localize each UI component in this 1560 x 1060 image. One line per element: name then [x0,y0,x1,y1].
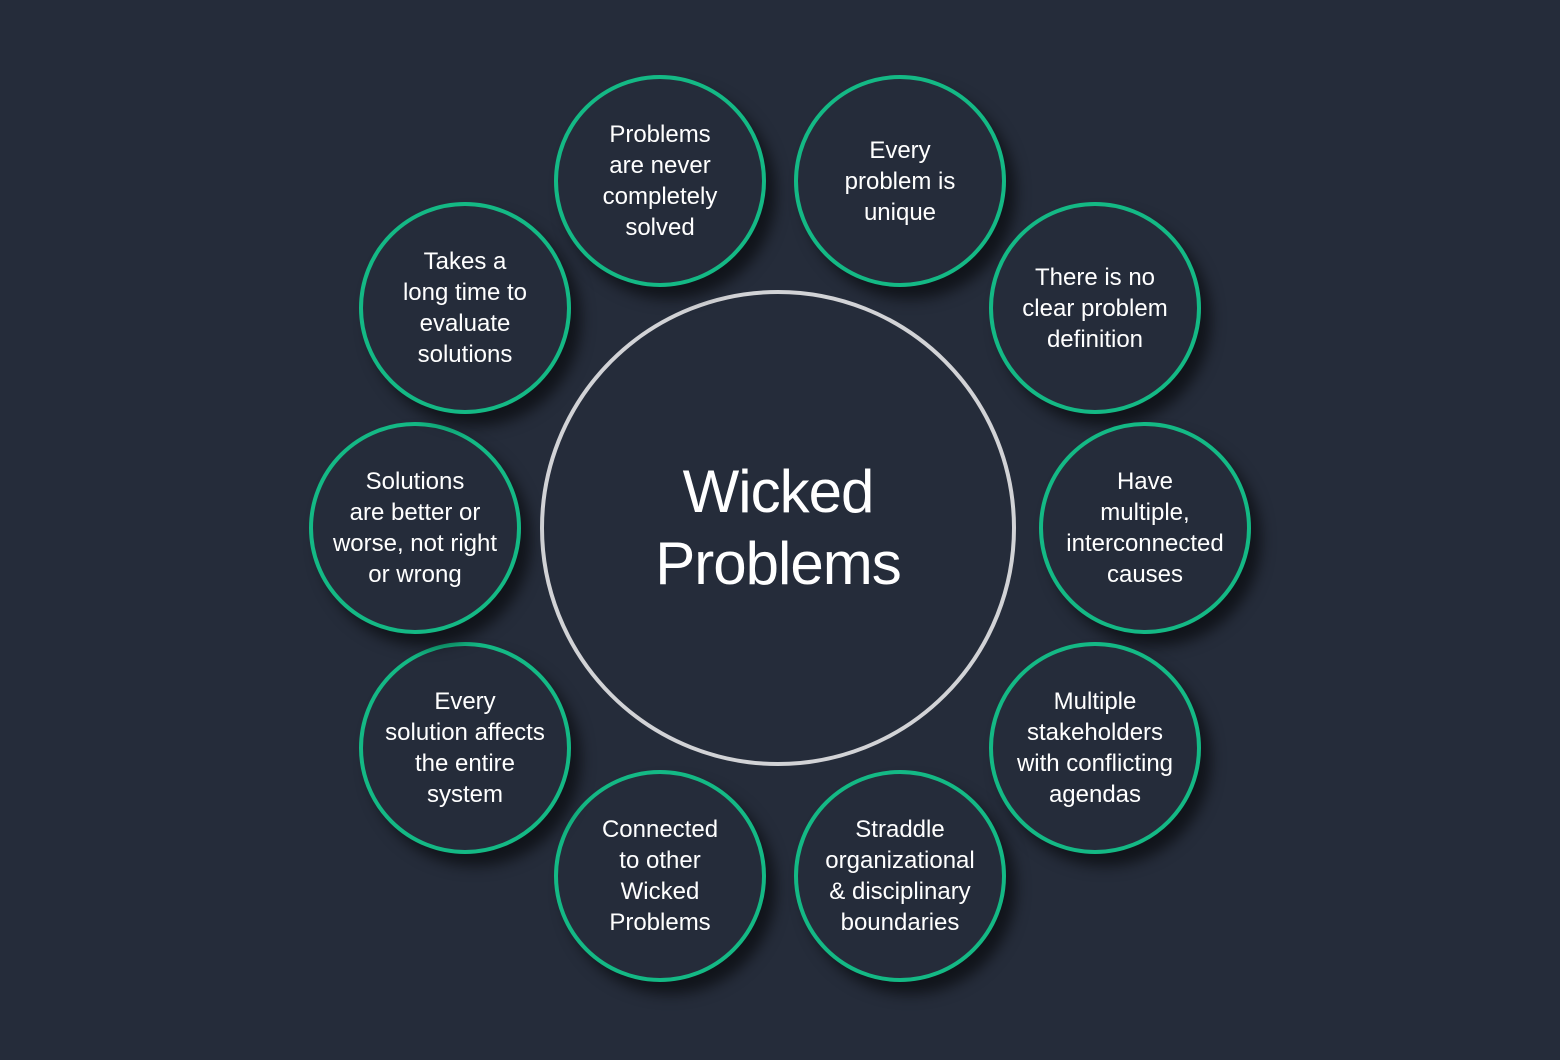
node-label: Solutions are better or worse, not right… [332,468,498,588]
center-title: Wicked Problems [655,456,901,600]
node-straddle-boundaries: Straddle organizational & disciplinary b… [794,770,1006,982]
center-title-line-1: Wicked [682,458,875,525]
node-long-time-evaluate: Takes a long time to evaluate solutions [359,202,571,414]
node-label: Connected to other Wicked Problems [601,816,719,936]
node-label: Every problem is unique [844,136,956,226]
node-label: Every solution affects the entire system [385,688,545,808]
node-better-or-worse: Solutions are better or worse, not right… [309,422,521,634]
node-label: Takes a long time to evaluate solutions [402,248,528,368]
node-never-solved: Problems are never completely solved [554,75,766,287]
node-label: Have multiple, interconnected causes [1066,468,1224,588]
node-no-clear-definition: There is no clear problem definition [989,202,1201,414]
node-label: There is no clear problem definition [1022,263,1168,353]
node-multiple-causes: Have multiple, interconnected causes [1039,422,1251,634]
node-connected-problems: Connected to other Wicked Problems [554,770,766,982]
node-multiple-stakeholders: Multiple stakeholders with conflicting a… [989,642,1201,854]
center-circle: Wicked Problems [540,290,1016,766]
center-title-line-2: Problems [655,530,901,597]
node-every-problem-unique: Every problem is unique [794,75,1006,287]
node-label: Multiple stakeholders with conflicting a… [1016,688,1174,808]
node-label: Problems are never completely solved [602,121,718,241]
node-affects-system: Every solution affects the entire system [359,642,571,854]
node-label: Straddle organizational & disciplinary b… [825,816,975,936]
